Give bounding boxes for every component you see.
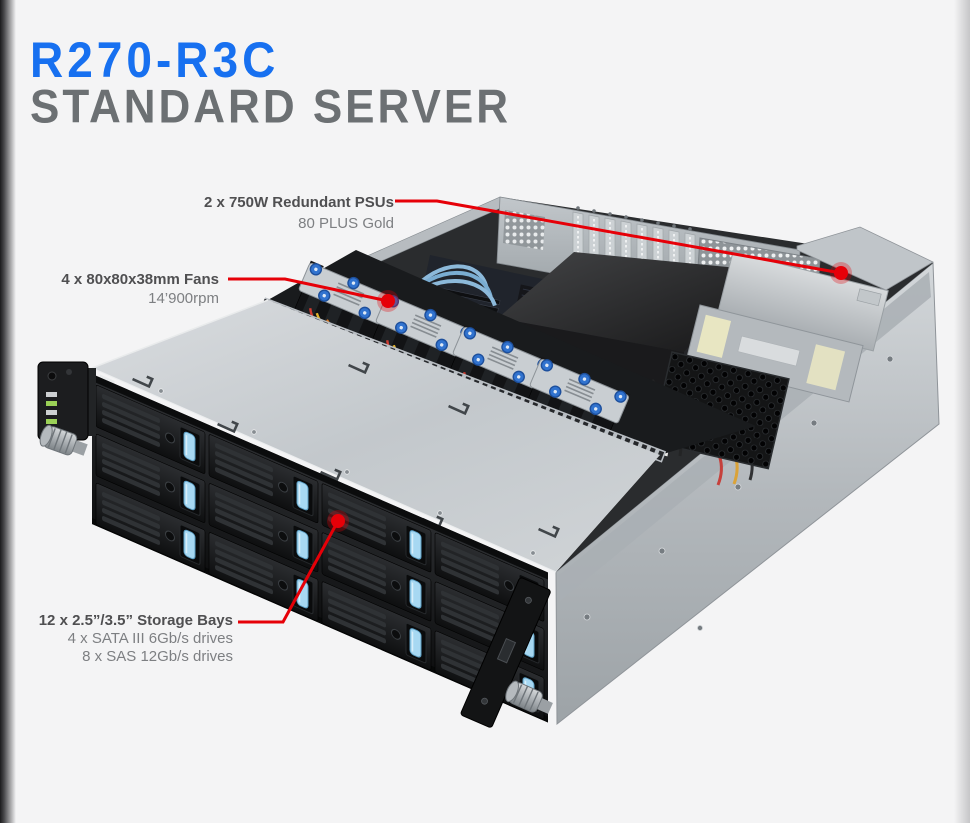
right-edge-vignette: [954, 0, 970, 823]
psu-top-cover: [717, 251, 889, 352]
power-button: [47, 371, 57, 381]
callout-fans-title: 4 x 80x80x38mm Fans: [61, 271, 219, 288]
callout-storage-subtitle2: 8 x SAS 12Gb/s drives: [82, 648, 233, 665]
callout-psu-subtitle: 80 PLUS Gold: [298, 215, 394, 232]
callout-line-psu: [395, 199, 842, 275]
psu-module: [685, 304, 864, 403]
callout-line-storage: [238, 520, 340, 624]
callout-storage-subtitle1: 4 x SATA III 6Gb/s drives: [67, 630, 233, 647]
status-leds: [46, 392, 57, 424]
callout-dot-psu: [834, 266, 848, 280]
cover-screws: [158, 388, 536, 556]
id-button: [66, 369, 72, 375]
callout-psu: 2 x 750W Redundant PSUs 80 PLUS Gold: [204, 192, 394, 234]
model-name: R270-R3C: [30, 31, 280, 88]
callout-fans: 4 x 80x80x38mm Fans 14’900rpm: [61, 270, 219, 308]
rear-right-corner: [796, 226, 934, 291]
server-chassis: [37, 196, 940, 728]
callout-fans-subtitle: 14’900rpm: [148, 290, 219, 307]
drive-bay-panel: [92, 374, 548, 723]
right-rack-ear: [460, 577, 556, 728]
product-type: STANDARD SERVER: [30, 80, 511, 134]
callout-storage: 12 x 2.5”/3.5” Storage Bays 4 x SATA III…: [39, 612, 233, 666]
annotations: [228, 199, 842, 624]
page-title: R270-R3C STANDARD SERVER: [30, 31, 511, 134]
callout-storage-title: 12 x 2.5”/3.5” Storage Bays: [38, 612, 233, 629]
callout-dot-fans: [381, 294, 395, 308]
callout-psu-title: 2 x 750W Redundant PSUs: [203, 194, 394, 211]
front-control-panel: [37, 361, 96, 462]
left-edge-vignette: [0, 0, 16, 823]
annotation-dots: [327, 262, 852, 532]
callout-dot-storage: [331, 514, 345, 528]
callout-line-fans: [228, 277, 389, 303]
